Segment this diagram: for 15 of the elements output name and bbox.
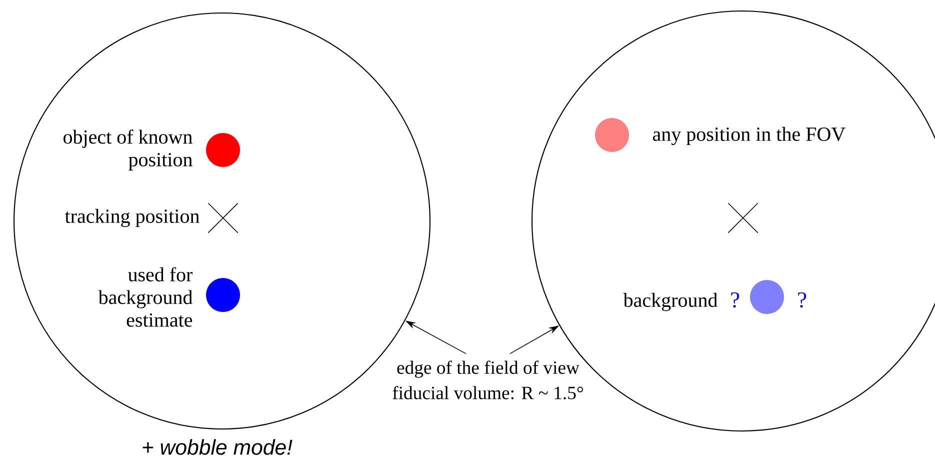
question-mark: ? [731, 292, 740, 308]
text-label: tracking position [64, 208, 200, 228]
background-dot [206, 278, 240, 312]
source-dot [595, 118, 629, 152]
text-label: any position in the FOV [652, 126, 846, 146]
question-mark: ? [798, 292, 806, 308]
cross-mark [728, 203, 758, 233]
note-text: + wobble mode! [142, 439, 292, 455]
caption-text: edge of the field of view fiducial volume: R ~ 1.5° [392, 360, 583, 400]
text-label: used for background estimate [98, 267, 193, 327]
cross-mark [208, 203, 238, 233]
background-dot [750, 280, 784, 314]
source-dot [206, 133, 240, 167]
text-label: object of known position [64, 130, 192, 170]
text-label: background [623, 292, 718, 312]
